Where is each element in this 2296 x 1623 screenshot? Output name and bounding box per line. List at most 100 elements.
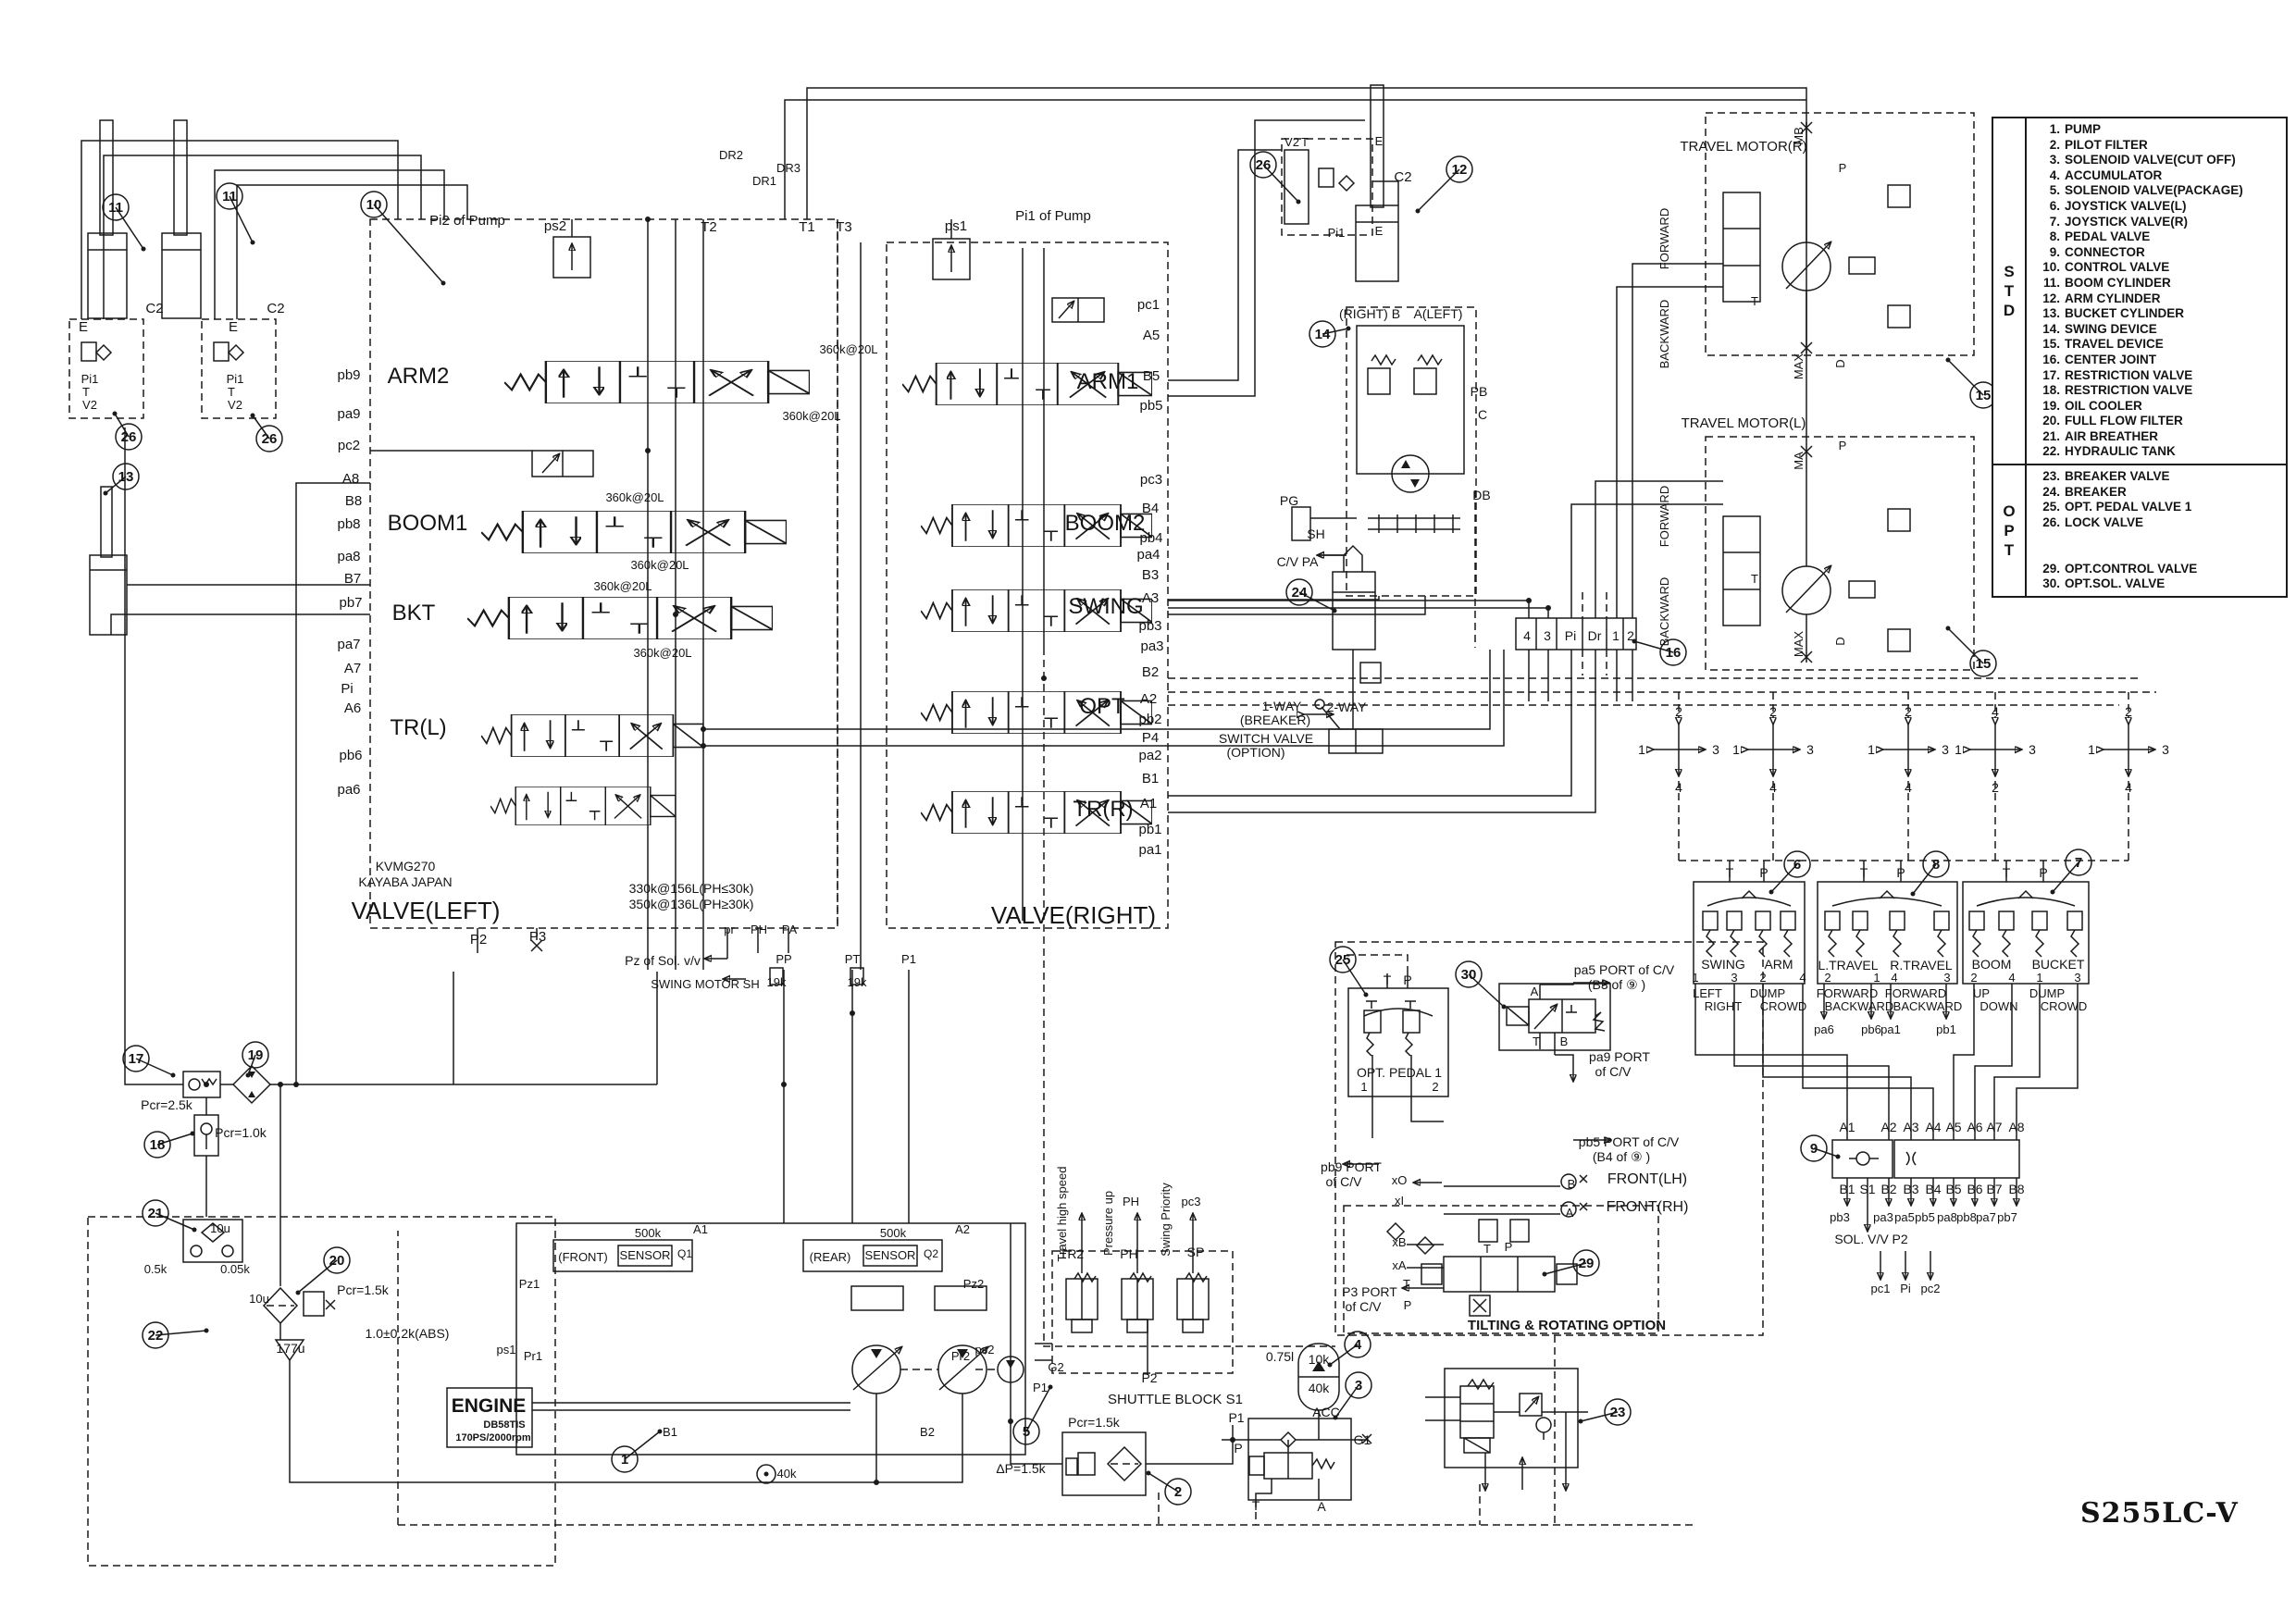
item-name: OPT. PEDAL VALVE 1	[2065, 500, 2192, 514]
callout-29: 29	[1542, 1249, 1600, 1277]
callout-5: 5	[1012, 1384, 1053, 1445]
label-t: T	[228, 385, 235, 399]
label-a1: A1	[1839, 1120, 1855, 1134]
label-0-5k: 0.5k	[144, 1262, 168, 1276]
parts-list-item: 6. JOYSTICK VALVE(L)	[2027, 199, 2286, 215]
svg-text:1: 1	[621, 1452, 628, 1468]
svg-text:26: 26	[121, 429, 137, 445]
label-ps2: ps2	[975, 1343, 995, 1357]
item-number: 12.	[2042, 291, 2060, 305]
label-forward: FORWARD	[1817, 986, 1878, 1000]
callout-26: 26	[1249, 151, 1301, 204]
svg-text:1: 1	[1868, 742, 1875, 757]
label-backward: BACKWARD	[1657, 300, 1671, 369]
item-number: 2.	[2049, 137, 2060, 152]
label-q2: Q2	[924, 1247, 938, 1260]
label-c2: C2	[267, 301, 284, 316]
label-a7: A7	[1986, 1120, 2002, 1134]
callout-13: 13	[103, 463, 140, 496]
item-name: ARM CYLINDER	[2065, 291, 2161, 305]
parts-list-item: 30. OPT.SOL. VALVE	[2027, 576, 2286, 592]
label-tr-l: TR(L)	[390, 715, 446, 740]
travel-motor-left	[1705, 436, 1975, 671]
bucket-cylinder	[89, 486, 128, 636]
item-number: 23.	[2042, 469, 2060, 484]
label-pi: Pi	[1900, 1282, 1911, 1295]
label-a5: A5	[1945, 1120, 1961, 1134]
label-dump: DUMP	[2029, 986, 2065, 1000]
label-19k: 19k	[848, 975, 867, 989]
label-b7: B7	[1986, 1182, 2002, 1196]
label-b1: B1	[1839, 1182, 1855, 1196]
label-b4: B4	[1142, 501, 1159, 516]
label-b4-of: (B4 of ⑨ )	[1593, 1149, 1650, 1164]
label-front: (FRONT)	[558, 1250, 607, 1264]
label-0-05k: 0.05k	[220, 1262, 250, 1276]
label-ph: PH	[1123, 1195, 1139, 1208]
label-c: C	[1478, 407, 1487, 422]
label-0-75l: 0.75l	[1266, 1349, 1294, 1364]
svg-text:4: 4	[1354, 1337, 1362, 1353]
label-sp: SP	[1187, 1245, 1205, 1259]
label-pa6: pa6	[1814, 1022, 1834, 1036]
parts-list-item: 4. ACCUMULATOR	[2027, 168, 2286, 184]
svg-text:14: 14	[1315, 327, 1331, 342]
label-a6: A6	[344, 700, 361, 716]
label-40k: 40k	[777, 1467, 797, 1481]
label-pcr-2-5k: Pcr=2.5k	[141, 1097, 193, 1112]
label-t: T	[1301, 135, 1309, 149]
label-pb5-port-of-c-v: pb5 PORT of C/V	[1579, 1134, 1680, 1149]
label-pb8: pb8	[1956, 1210, 1977, 1224]
label-3: 3	[1544, 628, 1551, 643]
label-2: 2	[1824, 971, 1831, 985]
svg-text:6: 6	[1793, 857, 1801, 873]
svg-text:24: 24	[1292, 585, 1308, 601]
svg-text:23: 23	[1610, 1405, 1626, 1420]
item-number: 26.	[2042, 514, 2060, 529]
item-name: LOCK VALVE	[2065, 514, 2144, 529]
label-valve-right: VALVE(RIGHT)	[991, 901, 1156, 929]
pilot-dashed-lines	[397, 219, 2156, 1526]
control-valve-right-housing	[886, 242, 1169, 929]
label-db: DB	[1472, 488, 1490, 502]
hydraulic-tank	[87, 1216, 556, 1567]
label-pi: Pi	[341, 681, 353, 697]
parts-list-item: 21. AIR BREATHER	[2027, 429, 2286, 445]
item-name: JOYSTICK VALVE(L)	[2065, 198, 2187, 213]
label-pc2: pc2	[1921, 1282, 1941, 1295]
label-t: T	[1751, 294, 1758, 308]
parts-list-item: 16. CENTER JOINT	[2027, 353, 2286, 368]
item-number: 6.	[2049, 198, 2060, 213]
label-t: T	[1403, 1277, 1410, 1291]
label-backward: BACKWARD	[1825, 999, 1894, 1013]
label-pa1: pa1	[1138, 842, 1161, 858]
parts-list-opt-section: OPT 23. BREAKER VALVE 24. BREAKER 25. OP…	[1993, 465, 2286, 596]
label-a8: A8	[2008, 1120, 2024, 1134]
label-p: P	[1403, 973, 1411, 987]
parts-list-std-section: STD 1. PUMP 2. PILOT FILTER 3. SOLENOID …	[1993, 118, 2286, 466]
item-number: 13.	[2042, 306, 2060, 321]
label-travel-motor-r: TRAVEL MOTOR(R)	[1680, 139, 1806, 155]
parts-list-item: 14. SWING DEVICE	[2027, 322, 2286, 338]
item-number: 25.	[2042, 500, 2060, 514]
label-a5: A5	[1143, 328, 1160, 343]
label-pr1: Pr1	[524, 1349, 542, 1363]
label-valve-left: VALVE(LEFT)	[352, 897, 501, 924]
label-down: DOWN	[1980, 999, 2017, 1013]
svg-text:4: 4	[2125, 780, 2132, 795]
svg-text:19: 19	[248, 1047, 264, 1063]
label-d: D	[1833, 637, 1847, 645]
label-forward: FORWARD	[1657, 208, 1671, 269]
item-name: BREAKER	[2065, 484, 2127, 499]
item-number: 24.	[2042, 484, 2060, 499]
label-t: T	[1860, 865, 1868, 880]
callout-7: 7	[2050, 849, 2092, 895]
label-4: 4	[1799, 971, 1806, 985]
svg-text:1: 1	[2088, 742, 2095, 757]
label-opt: OPT	[1079, 694, 1125, 719]
item-number: 19.	[2042, 398, 2060, 413]
label-500k: 500k	[635, 1226, 662, 1240]
label-r-travel: R.TRAVEL	[1890, 958, 1953, 973]
item-number: 11.	[2042, 275, 2060, 290]
